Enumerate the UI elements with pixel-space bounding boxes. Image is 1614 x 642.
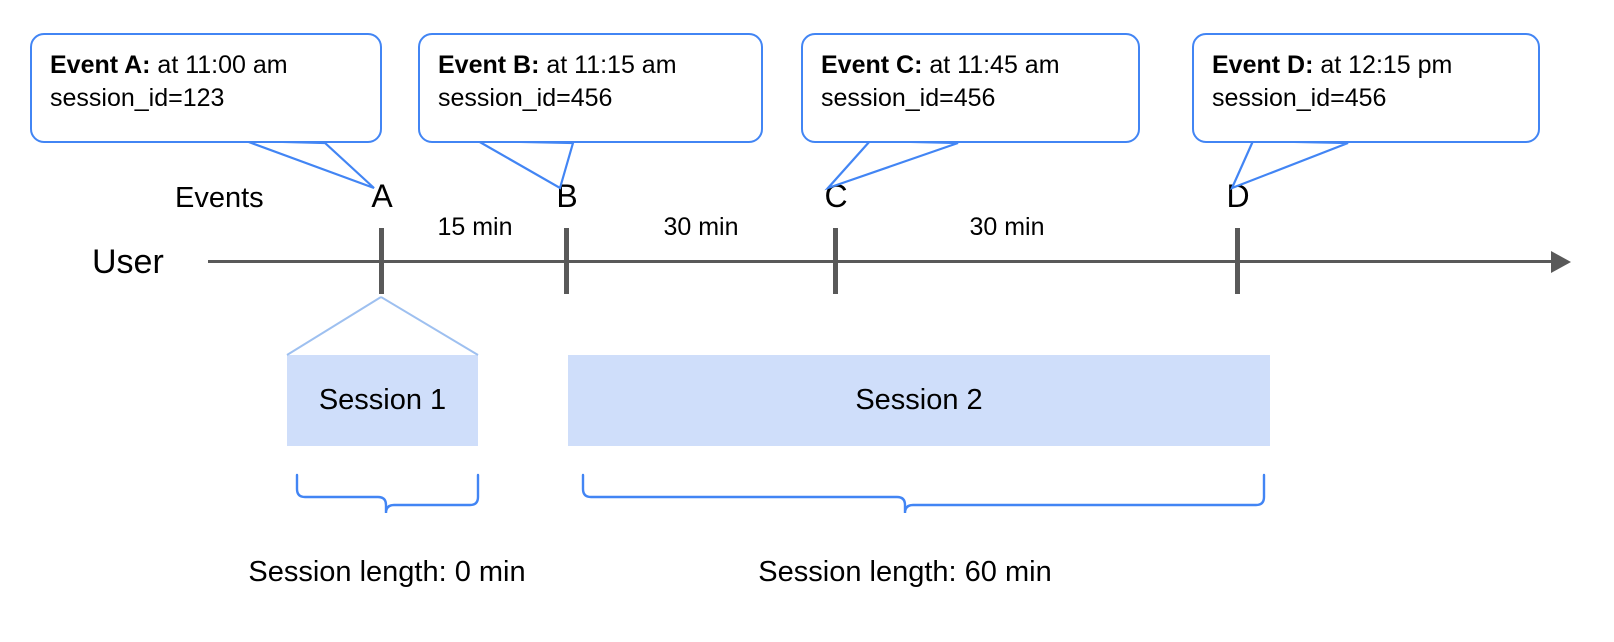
callout-event-d: Event D: at 12:15 pm session_id=456: [1192, 33, 1540, 143]
session-1-funnel: [286, 296, 479, 356]
events-row-label: Events: [175, 182, 264, 214]
session-1-brace: [295, 473, 480, 514]
timeline-tick-b: [564, 228, 569, 294]
event-letter-c: C: [824, 178, 848, 214]
user-row-label: User: [92, 243, 164, 281]
callout-d-lead: Event D:: [1212, 51, 1314, 79]
timeline-axis: [208, 260, 1553, 263]
timeline-tick-c: [833, 228, 838, 294]
session-bar-2-label: Session 2: [855, 384, 983, 416]
timeline-tick-d: [1235, 228, 1240, 294]
session-1-length-label: Session length: 0 min: [248, 556, 526, 588]
callout-event-a: Event A: at 11:00 am session_id=123: [30, 33, 382, 143]
callout-a-session-id: session_id=123: [50, 84, 225, 112]
gap-label-b-c: 30 min: [663, 213, 739, 241]
session-bar-1: Session 1: [287, 355, 478, 446]
timeline-tick-a: [379, 228, 384, 294]
callout-event-c: Event C: at 11:45 am session_id=456: [801, 33, 1140, 143]
callout-b-time: at 11:15 am: [539, 51, 677, 79]
callout-c-time: at 11:45 am: [922, 51, 1060, 79]
callout-event-b: Event B: at 11:15 am session_id=456: [418, 33, 763, 143]
callout-c-lead: Event C:: [821, 51, 923, 79]
event-letter-d: D: [1226, 178, 1250, 214]
callout-a-lead: Event A:: [50, 51, 151, 79]
callout-a-tail: [245, 139, 375, 190]
session-bar-1-label: Session 1: [318, 384, 447, 416]
timeline-arrow-icon: [1551, 251, 1571, 273]
callout-b-session-id: session_id=456: [438, 84, 613, 112]
callout-d-time: at 12:15 pm: [1313, 51, 1453, 79]
session-2-brace: [581, 473, 1266, 514]
callout-d-session-id: session_id=456: [1212, 84, 1387, 112]
callout-a-time: at 11:00 am: [150, 51, 288, 79]
callout-c-session-id: session_id=456: [821, 84, 996, 112]
event-letter-b: B: [556, 178, 578, 214]
session-2-length-label: Session length: 60 min: [758, 556, 1052, 588]
gap-label-c-d: 30 min: [969, 213, 1045, 241]
event-letter-a: A: [371, 178, 393, 214]
callout-b-lead: Event B:: [438, 51, 540, 79]
session-bar-2: Session 2: [568, 355, 1270, 446]
gap-label-a-b: 15 min: [437, 213, 513, 241]
